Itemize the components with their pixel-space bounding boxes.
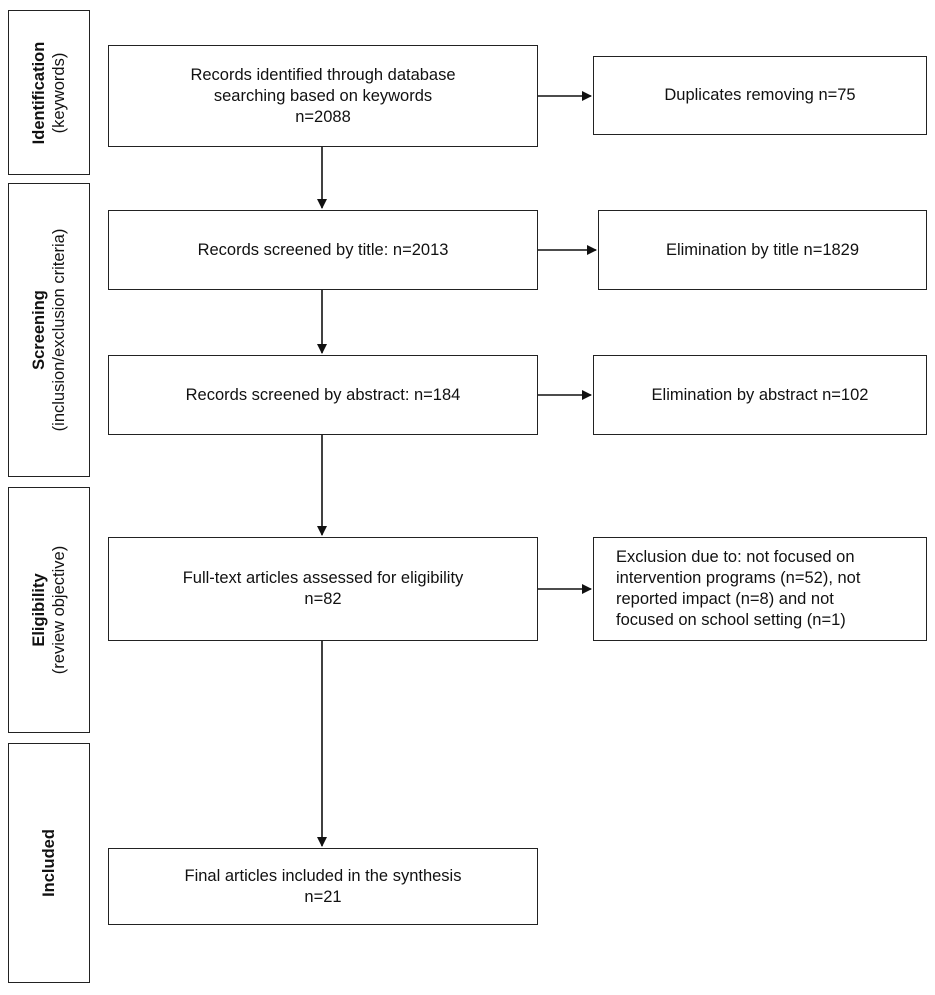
exclusion-line3: reported impact (n=8) and not: [616, 590, 834, 608]
abstract-elimination-text: Elimination by abstract n=102: [651, 385, 869, 404]
duplicates-box: Duplicates removing n=75: [593, 56, 927, 135]
title-elimination-text: Elimination by title n=1829: [665, 240, 860, 259]
abstract-screening-box: Records screened by abstract: n=184: [108, 355, 538, 435]
exclusion-box: Exclusion due to: not focused on interve…: [593, 537, 927, 641]
stage-screening: Screening (inclusion/exclusion criteria): [8, 183, 90, 477]
stage-included: Included: [8, 743, 90, 983]
final-included-box: Final articles included in the synthesis…: [108, 848, 538, 925]
title-screening-text: Records screened by title: n=2013: [197, 240, 449, 259]
title-screening-box: Records screened by title: n=2013: [108, 210, 538, 290]
exclusion-line1: Exclusion due to: not focused on: [616, 548, 855, 566]
records-identified-count: n=2088: [295, 107, 351, 126]
stage-identification: Identification (keywords): [8, 10, 90, 175]
fulltext-assessment-line1: Full-text articles assessed for eligibil…: [182, 569, 464, 587]
final-included-count: n=21: [304, 887, 342, 906]
exclusion-line4: focused on school setting (n=1): [616, 611, 846, 629]
fulltext-assessment-box: Full-text articles assessed for eligibil…: [108, 537, 538, 641]
abstract-screening-text: Records screened by abstract: n=184: [185, 385, 461, 404]
final-included-line1: Final articles included in the synthesis: [184, 866, 462, 885]
exclusion-line2: intervention programs (n=52), not: [616, 569, 861, 587]
fulltext-assessment-count: n=82: [304, 590, 342, 608]
title-elimination-box: Elimination by title n=1829: [598, 210, 927, 290]
duplicates-text: Duplicates removing n=75: [664, 86, 856, 104]
records-identified-line2: searching based on keywords: [213, 86, 433, 105]
records-identified-line1: Records identified through database: [190, 65, 456, 84]
abstract-elimination-box: Elimination by abstract n=102: [593, 355, 927, 435]
records-identified-box: Records identified through database sear…: [108, 45, 538, 147]
stage-eligibility: Eligibility (review objective): [8, 487, 90, 733]
